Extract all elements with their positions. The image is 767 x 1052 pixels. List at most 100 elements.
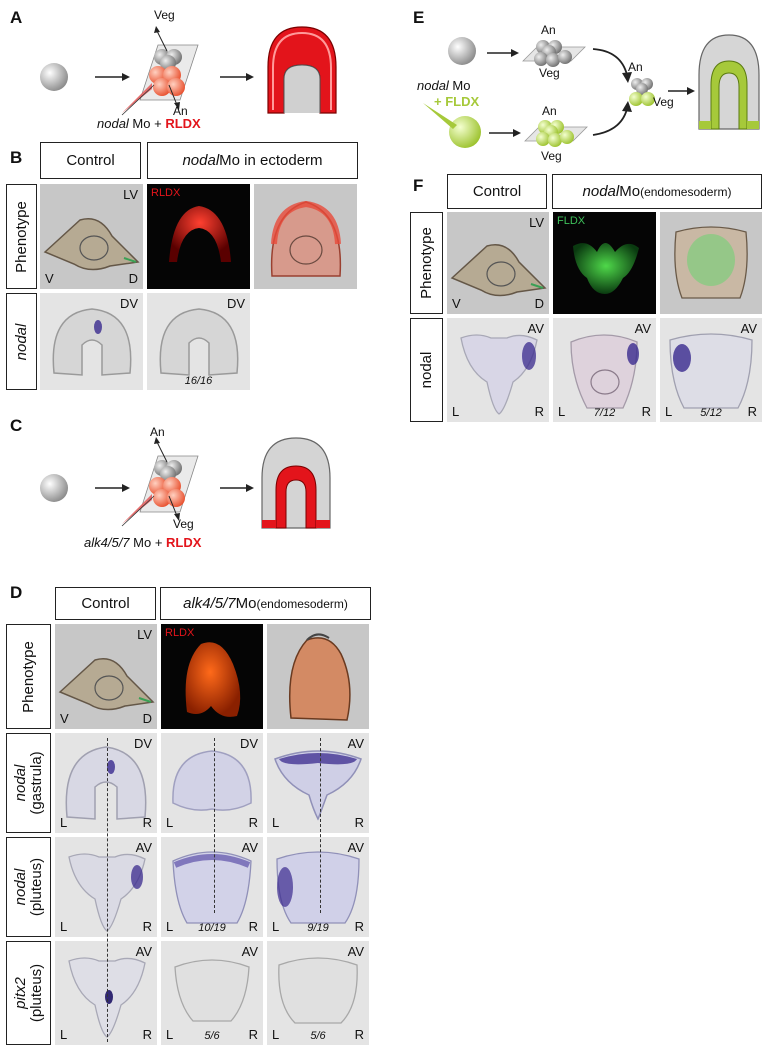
label-v: V: [60, 711, 69, 726]
row-label-nodal-gastrula: nodal(gastrula): [6, 733, 51, 833]
dye-name: RLDX: [166, 535, 202, 550]
merged-image: [270, 200, 342, 277]
label-rldx: RLDX: [165, 627, 195, 639]
header-mo: nodal: [182, 152, 220, 169]
pluteus-larva-image: [43, 218, 140, 271]
micrograph-d-control-gastrula: DV L R: [55, 733, 157, 833]
schematic-c: [40, 437, 331, 529]
label-an-e2: An: [542, 104, 557, 118]
label-r: R: [142, 919, 152, 934]
label-r: R: [248, 919, 258, 934]
micrograph-d-treatment-gastrula-av: AV L R: [267, 733, 369, 833]
row-label-phenotype: Phenotype: [6, 624, 51, 729]
mo-rest: Mo +: [128, 116, 166, 131]
row-stage: (gastrula): [27, 751, 45, 815]
pluteus-image: [460, 334, 538, 415]
fldx-fluorescence-image: [573, 243, 639, 294]
rldx-fluorescence-image: [169, 206, 231, 262]
micrograph-f-control-phenotype: LV V D: [447, 212, 549, 314]
nodal-stain: [279, 753, 357, 765]
column-header-control: Control: [55, 587, 156, 620]
label-lv: LV: [529, 215, 544, 230]
mo-rest: Mo +: [129, 535, 167, 550]
label-av: AV: [347, 944, 364, 959]
egg-icon: [40, 474, 68, 502]
label-r: R: [354, 815, 364, 830]
column-header-control: Control: [447, 174, 547, 209]
label-r: R: [354, 919, 364, 934]
micrograph-d-treatment-pluteus-nodal: AV L R 10/19: [161, 837, 263, 937]
dye-name: RLDX: [165, 116, 201, 131]
micrograph-d-treatment-pluteus-nodal-2: AV L R 9/19: [267, 837, 369, 937]
label-l: L: [166, 1027, 174, 1042]
label-rldx: RLDX: [151, 187, 181, 199]
row-stage: (pluteus): [27, 857, 45, 917]
label-fldx: FLDX: [557, 215, 586, 227]
label-v: V: [45, 271, 54, 286]
label-r: R: [248, 815, 258, 830]
mo-name: alk4/5/7: [84, 535, 130, 550]
nodal-stain: [94, 320, 102, 334]
pluteus-larva-image: [450, 244, 547, 297]
label-veg-a: Veg: [154, 8, 175, 22]
row-label-text: Phenotype: [417, 227, 435, 299]
rldx-fluorescence-image: [185, 642, 241, 717]
nodal-stain: [131, 865, 143, 889]
column-header-treatment: nodal Mo (endomesoderm): [552, 174, 762, 209]
fraction: 5/6: [204, 1030, 220, 1042]
row-gene: nodal: [11, 868, 29, 906]
panel-label-e: E: [413, 8, 425, 27]
micrograph-d-control-pluteus-nodal: AV L R: [55, 837, 157, 937]
pluteus-image: [174, 959, 250, 1022]
midline-dashed: [214, 738, 215, 913]
micrograph-d-merge: [267, 624, 369, 729]
column-header-control: Control: [40, 142, 141, 179]
label-veg-e1: Veg: [539, 66, 560, 80]
pluteus-larva-image: [58, 658, 155, 711]
midline-dashed: [107, 738, 108, 1042]
header-mo: alk4/5/7: [183, 595, 236, 612]
nodal-stain: [522, 342, 536, 370]
injection-label-c: alk4/5/7 Mo + RLDX: [84, 535, 201, 550]
label-an-e1: An: [541, 23, 556, 37]
micrograph-b-rldx: RLDX: [147, 184, 250, 289]
micrograph-b-control-phenotype: LV V D: [40, 184, 143, 289]
label-r: R: [248, 1027, 258, 1042]
row-label-text: Phenotype: [19, 640, 37, 713]
micrograph-d-control-phenotype: LV V D: [55, 624, 157, 729]
label-l: L: [272, 1027, 280, 1042]
injection-dye-e: + FLDX: [434, 94, 479, 109]
schematic-a: [40, 26, 337, 116]
midline-dashed: [320, 738, 321, 913]
label-l: L: [60, 815, 68, 830]
micrograph-f-treatment-nodal: AV L R 7/12: [553, 318, 656, 422]
gastrula-image: [274, 750, 362, 821]
label-an-e3: An: [628, 60, 643, 74]
dye-name: FLDX: [445, 94, 480, 109]
mo-name: nodal: [417, 78, 449, 93]
label-r: R: [747, 404, 757, 419]
gastrula-image: [52, 308, 132, 376]
mo-rest: Mo: [448, 78, 471, 93]
row-label-text: nodal: [12, 323, 30, 360]
micrograph-d-control-pitx2: AV L R: [55, 941, 157, 1045]
label-d: D: [142, 711, 152, 726]
label-av: AV: [241, 944, 258, 959]
label-r: R: [534, 404, 544, 419]
label-av: AV: [347, 736, 364, 751]
row-label-text: Phenotype: [12, 200, 30, 273]
row-gene: nodal: [11, 764, 29, 802]
fraction: 10/19: [198, 922, 226, 934]
injection-label-a: nodal Mo + RLDX: [97, 116, 201, 131]
label-l: L: [60, 919, 68, 934]
label-av: AV: [634, 321, 651, 336]
pluteus-image: [570, 334, 639, 409]
nodal-stain: [277, 867, 293, 907]
label-dv: DV: [239, 736, 258, 751]
fraction: 16/16: [184, 375, 213, 387]
pluteus-image: [278, 957, 358, 1024]
egg-injected-icon: [449, 116, 481, 148]
row-gene: pitx2: [11, 977, 29, 1009]
label-av: AV: [347, 840, 364, 855]
pluteus-image: [172, 851, 252, 924]
